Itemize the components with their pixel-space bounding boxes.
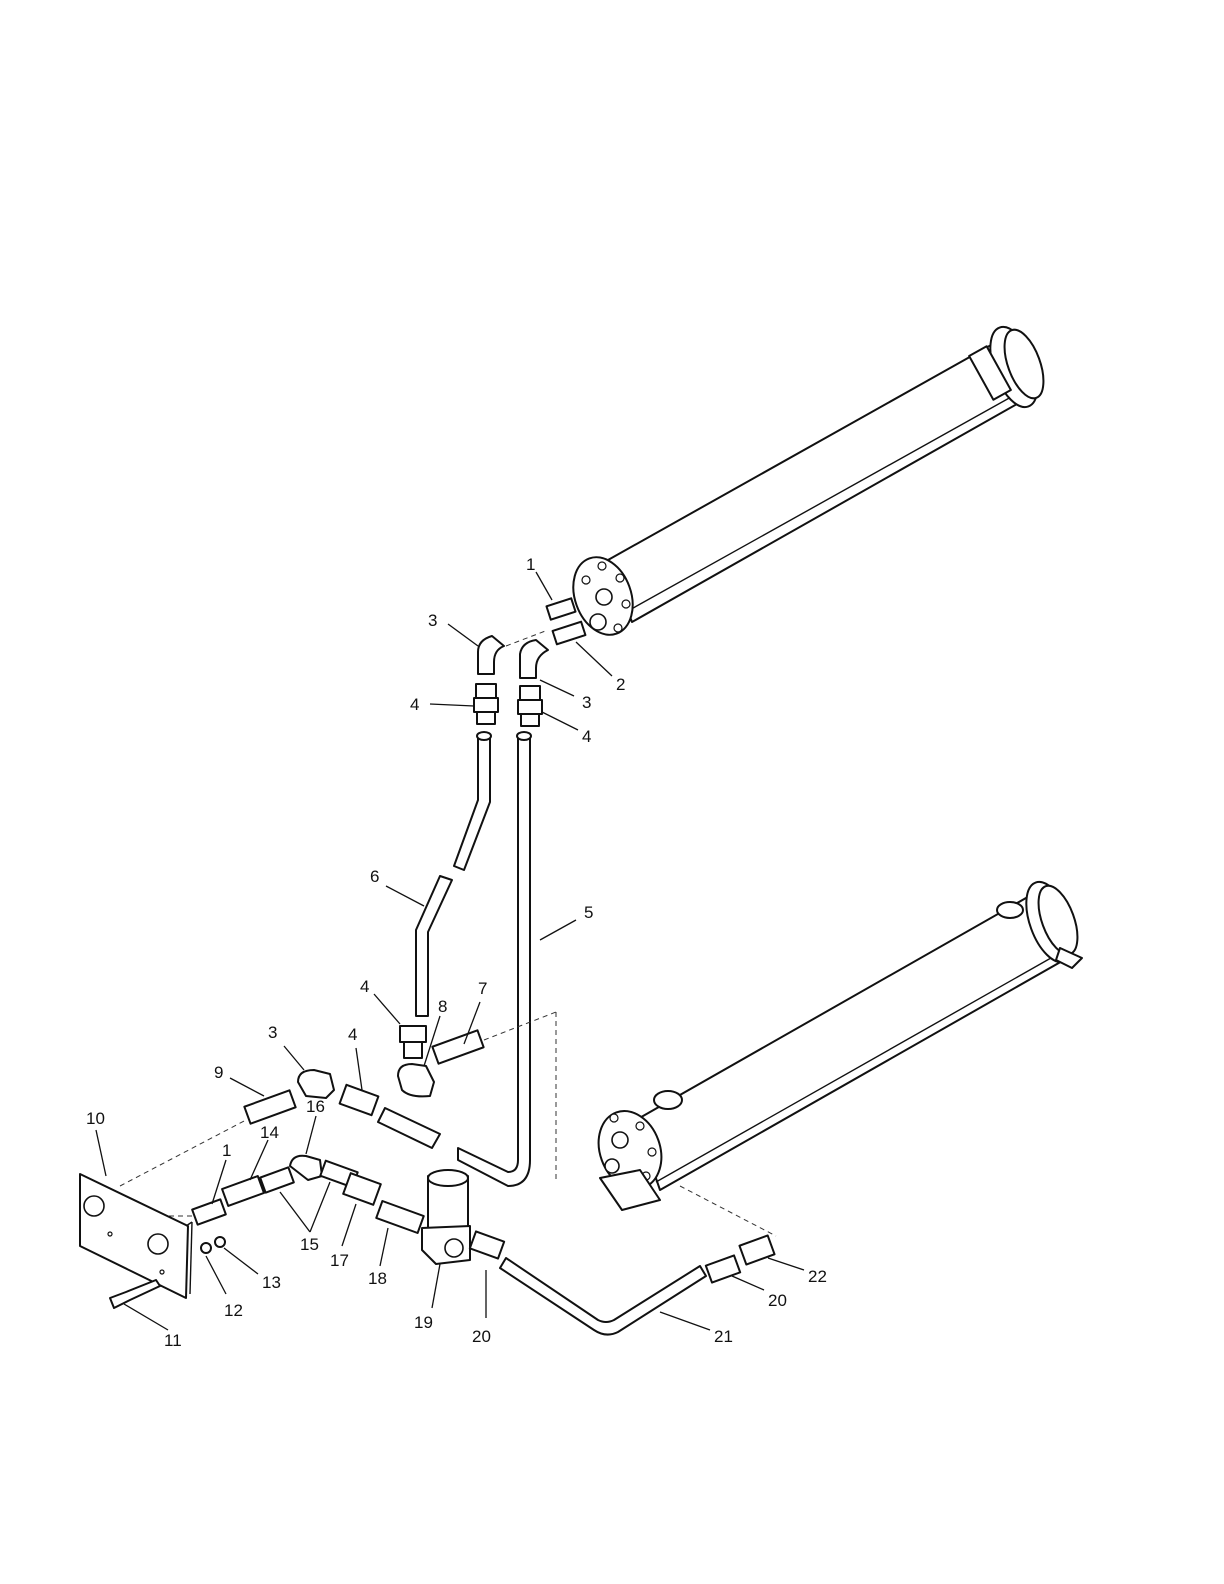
nipple-7 xyxy=(432,1030,483,1063)
callout-13: 13 xyxy=(262,1273,281,1292)
elbow-16 xyxy=(290,1156,322,1180)
callout-21: 21 xyxy=(714,1327,733,1346)
nipple-9 xyxy=(244,1090,295,1123)
fitting-22 xyxy=(739,1235,774,1264)
upper-fittings xyxy=(474,598,585,726)
mid-fittings xyxy=(398,1012,556,1180)
nipple-1-upper xyxy=(546,598,575,619)
callout-3: 3 xyxy=(582,693,591,712)
coupling-14 xyxy=(222,1176,264,1206)
fitting-20-left xyxy=(470,1231,504,1258)
callout-14: 14 xyxy=(260,1123,279,1142)
callout-1: 1 xyxy=(222,1141,231,1160)
callout-12: 12 xyxy=(224,1301,243,1320)
callout-11: 11 xyxy=(164,1331,182,1350)
nipple-15a xyxy=(260,1167,294,1192)
callout-4: 4 xyxy=(348,1025,357,1044)
elbow-3-left xyxy=(478,636,504,674)
callout-4: 4 xyxy=(360,977,369,996)
callout-20: 20 xyxy=(768,1291,787,1310)
callout-22: 22 xyxy=(808,1267,827,1286)
callout-5: 5 xyxy=(584,903,593,922)
callout-17: 17 xyxy=(330,1251,349,1270)
callout-2: 2 xyxy=(616,675,625,694)
nipple-1-lower xyxy=(192,1199,226,1224)
union-17 xyxy=(343,1173,381,1205)
callout-18: 18 xyxy=(368,1269,387,1288)
callout-3: 3 xyxy=(428,611,437,630)
nipple-18 xyxy=(376,1201,424,1233)
pipe-5 xyxy=(378,732,531,1186)
nipple-2 xyxy=(553,622,586,645)
callout-10: 10 xyxy=(86,1109,105,1128)
callout-4: 4 xyxy=(410,695,419,714)
fitting-20-right xyxy=(706,1255,740,1282)
washer-12 xyxy=(201,1243,211,1253)
elbow-3-lower xyxy=(298,1070,334,1098)
solenoid-valve-19 xyxy=(422,1170,504,1264)
callout-7: 7 xyxy=(478,979,487,998)
callout-16: 16 xyxy=(306,1097,325,1116)
callout-20: 20 xyxy=(472,1327,491,1346)
elbow-3-right xyxy=(520,640,548,678)
callout-6: 6 xyxy=(370,867,379,886)
lower-heat-exchanger xyxy=(588,876,1085,1210)
callout-15: 15 xyxy=(300,1235,319,1254)
callout-19: 19 xyxy=(414,1313,433,1332)
callout-3: 3 xyxy=(268,1023,277,1042)
callout-4: 4 xyxy=(582,727,591,746)
callout-1: 1 xyxy=(526,555,535,574)
pipe-21 xyxy=(500,1186,776,1335)
fitting-4-right xyxy=(521,714,539,726)
upper-heat-exchanger xyxy=(563,321,1051,643)
lower-left-fittings xyxy=(120,1070,424,1233)
callout-9: 9 xyxy=(214,1063,223,1082)
fitting-8 xyxy=(398,1064,434,1096)
pipe-6 xyxy=(416,732,491,1016)
mounting-panel-10 xyxy=(80,1174,192,1298)
nut-13 xyxy=(215,1237,225,1247)
fitting-4-lower xyxy=(340,1085,379,1115)
callout-8: 8 xyxy=(438,997,447,1016)
fitting-4-left xyxy=(477,712,495,724)
